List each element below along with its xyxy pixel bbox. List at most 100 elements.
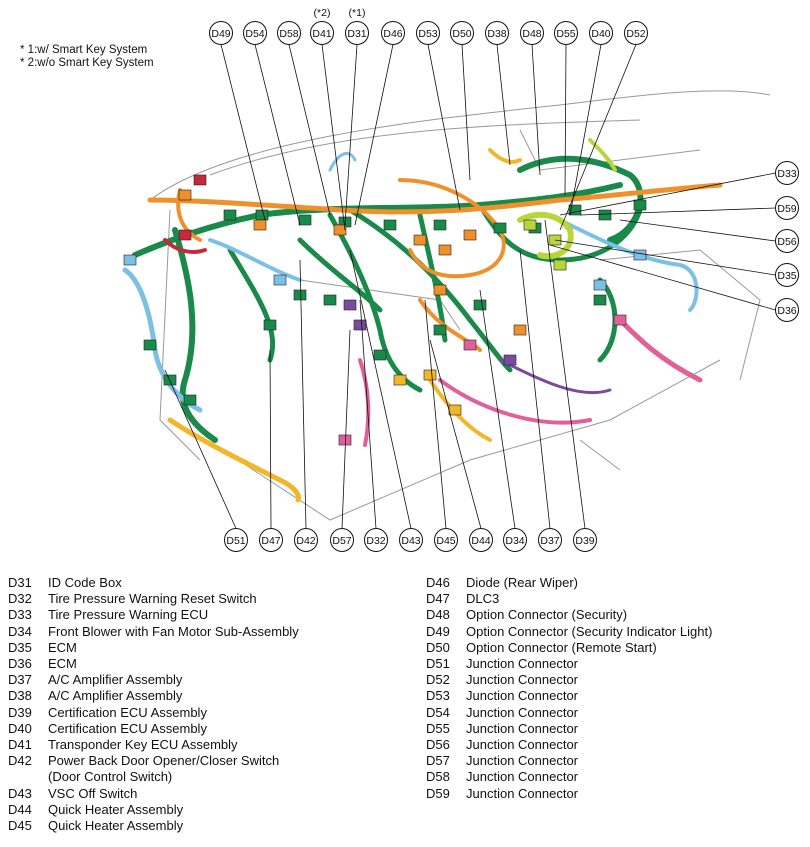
leader-line [461,44,471,181]
wire-harness [122,138,723,503]
callout-d33: D33 [777,168,796,180]
leader-line [427,44,461,211]
callout-d52: D52 [626,28,645,40]
note-no-smart-key: * 2:w/o Smart Key System [20,57,154,69]
callout-d56: D56 [777,236,796,248]
harness-wire-orange [398,178,506,279]
callout-d42-circle [294,528,318,552]
legend-code: D52 [426,672,450,688]
callout-d46: D46 [383,28,402,40]
legend-description: Certification ECU Assembly [48,704,207,720]
callout-d47-circle [259,528,283,552]
legend-description: Junction Connector [466,672,579,688]
connector-main [323,294,337,306]
legend-description: Certification ECU Assembly [48,720,207,736]
callout-d31: D31 [347,28,366,40]
callout-d51: D51 [226,535,245,547]
connector-orange [438,244,452,256]
notes: * 1:w/ Smart Key System * 2:w/o Smart Ke… [20,44,154,70]
leader-line [554,239,776,276]
leader-line [429,339,482,529]
leader-line [254,44,301,226]
connector-blue [593,279,607,291]
connector-pink [613,314,627,326]
connector-orange [513,324,527,336]
legend-description: Diode (Rear Wiper) [466,575,578,590]
callout-d45: D45 [436,535,455,547]
callout-d39: D39 [575,535,594,547]
leader-line [321,44,346,231]
legend-code: D59 [426,785,450,801]
connector-yellow [423,369,437,381]
connector-yellow [448,404,462,416]
legend-row: D46 Diode (Rear Wiper) [426,575,712,591]
connector-main [383,219,397,231]
leader-line [299,259,307,529]
connector-main [493,222,507,234]
legend-code: D46 [426,575,450,590]
leader-line [519,249,551,529]
leader-line [579,207,776,216]
callout-d54-circle [243,21,267,45]
leader-line [559,44,637,231]
callout-d40: D40 [591,28,610,40]
legend-code: D43 [8,785,32,801]
harness-wire-blue [558,218,699,312]
connector-purple [503,354,517,366]
callout-d49: D49 [211,28,230,40]
legend-code: D54 [426,704,450,720]
callout-d35-circle [775,263,799,287]
connector-main [633,199,647,211]
harness-wire-lime [517,211,574,260]
connector-pink [338,434,352,446]
callout-d50-circle [450,21,474,45]
connector-main [263,319,277,331]
callout-d32-circle [364,528,388,552]
harness-wire-pink [617,317,703,383]
callout-d54: D54 [245,28,264,40]
connector-main [298,214,312,226]
legend-code: D57 [426,753,450,769]
legend-code: D50 [426,639,450,655]
legend-description: ID Code Box [48,575,122,590]
legend-code: D31 [8,575,32,590]
connector-pink [463,339,477,351]
legend-description: Junction Connector [466,785,579,801]
callout-d53: D53 [418,28,437,40]
harness-wire-blue [208,238,302,282]
legend-code: D42 [8,753,32,769]
harness-wire-pink [358,358,371,447]
callout-d51-circle [224,528,248,552]
legend-description: ECM [48,656,77,672]
connector-blue [273,274,287,286]
legend-description: A/C Amplifier Assembly [48,672,183,688]
leader-line [549,244,776,311]
callout-d59: D59 [777,203,796,215]
connector-orange [333,224,347,236]
legend-description: Option Connector (Security Indicator Lig… [466,623,713,639]
connector-main [163,374,177,386]
callout-d48-circle [520,21,544,45]
callout-d58-circle [277,21,301,45]
connector-main [183,394,197,406]
legend-description: Quick Heater Assembly [48,801,184,817]
callout-d48: D48 [522,28,541,40]
legend-description: Junction Connector [466,688,579,704]
legend-code: D34 [8,623,32,639]
callout-d59-circle [775,196,799,220]
harness-wire-main [597,277,618,363]
legend-row: (Door Control Switch) [8,769,299,785]
leader-line [619,219,776,242]
harness-wire-yellow [488,148,522,164]
